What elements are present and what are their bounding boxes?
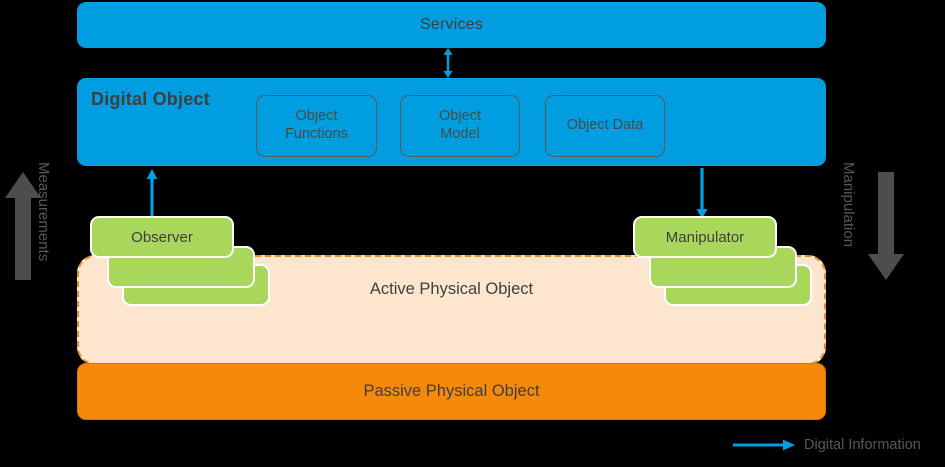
manipulation-label: Manipulation [840,162,857,248]
observer-card-front: Observer [90,216,234,258]
measurements-arrow [3,172,43,285]
observer-label: Observer [131,228,193,246]
services-digital-object-link [438,48,458,78]
object-data-label: Object Data [566,117,644,134]
thick-arrow-up-icon [5,172,41,280]
services-label: Services [420,16,483,33]
passive-physical-object-label: Passive Physical Object [363,382,540,400]
object-data-box: Object Data [545,95,665,157]
services-box: Services [77,2,826,48]
digital-object-title: Digital Object [91,89,210,109]
object-functions-box: Object Functions [256,95,377,157]
manipulation-arrow [866,172,906,285]
observer-to-digital-object-arrow [142,168,162,220]
manipulator-card-front: Manipulator [633,216,777,258]
digital-object-box: Digital Object Object Functions Object M… [77,78,826,166]
passive-physical-object-box: Passive Physical Object [77,363,826,420]
object-model-box: Object Model [400,95,520,157]
arrow-down-icon [696,168,708,219]
digital-object-to-manipulator-arrow [692,168,712,220]
manipulator-label: Manipulator [665,228,745,246]
arrow-right-icon [733,439,795,451]
double-arrow-icon [443,48,453,78]
measurements-label: Measurements [35,162,52,262]
active-physical-object-label: Active Physical Object [369,280,534,298]
arrow-up-icon [146,169,158,220]
object-functions-label: Object Functions [285,108,348,142]
object-model-label: Object Model [439,108,481,142]
legend: Digital Information [733,432,939,458]
thick-arrow-down-icon [868,172,904,280]
legend-label: Digital Information [804,437,921,453]
